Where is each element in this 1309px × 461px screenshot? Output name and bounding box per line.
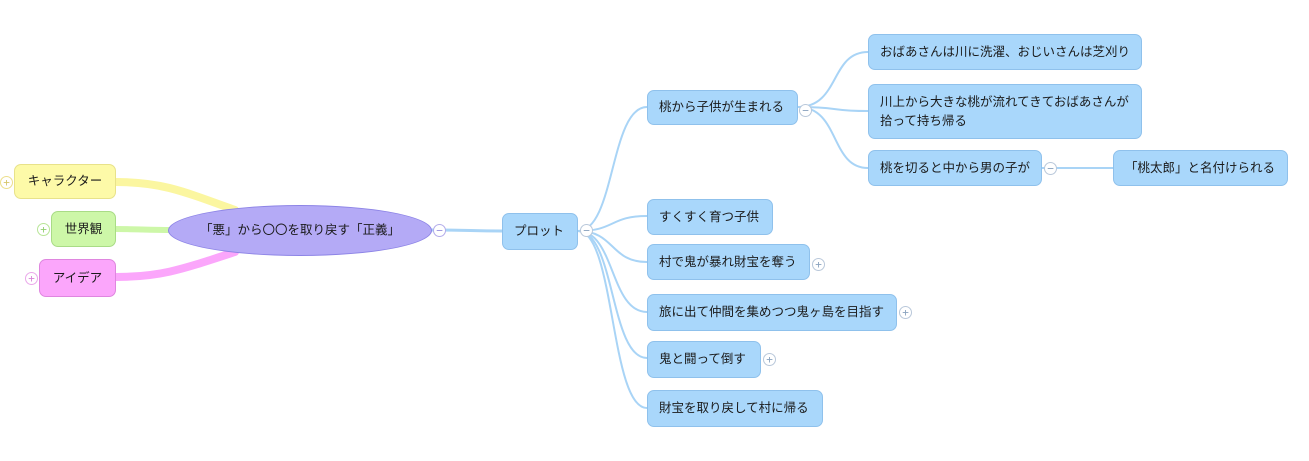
topic-worldview-label: 世界観 — [64, 220, 103, 236]
cut-item-name[interactable]: 「桃太郎」と名付けられる — [1113, 150, 1288, 186]
plot-item-return-label: 財宝を取り戻して村に帰る — [659, 400, 809, 416]
birth-collapse-toggle[interactable]: − — [799, 104, 812, 117]
connector-plot-fight — [577, 230, 648, 359]
topic-idea-label: アイデア — [52, 269, 103, 285]
connector-plot-return — [577, 230, 648, 409]
plot-collapse-toggle[interactable]: − — [580, 224, 593, 237]
idea-expand-toggle[interactable]: + — [25, 272, 38, 285]
topic-plot-label: プロット — [514, 223, 565, 239]
connector-center-idea — [112, 248, 239, 281]
plot-item-birth[interactable]: 桃から子供が生まれる — [647, 90, 798, 125]
center-node[interactable]: 「悪」から〇〇を取り戻す「正義」 — [168, 205, 432, 256]
cut-item-name-label: 「桃太郎」と名付けられる — [1125, 159, 1276, 175]
cut-collapse-toggle[interactable]: − — [1044, 162, 1057, 175]
birth-item-peach[interactable]: 川上から大きな桃が流れてきておばあさんが拾って持ち帰る — [868, 84, 1142, 139]
plot-item-fight[interactable]: 鬼と闘って倒す — [647, 341, 761, 378]
center-collapse-toggle[interactable]: − — [433, 224, 446, 237]
birth-item-cut[interactable]: 桃を切ると中から男の子が — [868, 150, 1042, 186]
plot-item-grow[interactable]: すくすく育つ子供 — [647, 199, 773, 235]
plot-item-oni-village-label: 村で鬼が暴れ財宝を奪う — [659, 253, 797, 269]
topic-idea[interactable]: アイデア — [39, 259, 116, 297]
topic-plot[interactable]: プロット — [502, 213, 578, 250]
fight-expand-toggle[interactable]: + — [763, 353, 776, 366]
birth-item-river-label: おばあさんは川に洗濯、おじいさんは芝刈り — [880, 43, 1131, 59]
connector-birth-river — [797, 51, 869, 108]
plot-item-birth-label: 桃から子供が生まれる — [659, 99, 785, 115]
character-expand-toggle[interactable]: + — [0, 176, 13, 189]
plot-item-oni-village[interactable]: 村で鬼が暴れ財宝を奪う — [647, 244, 810, 280]
plot-item-fight-label: 鬼と闘って倒す — [659, 351, 746, 367]
plot-item-grow-label: すくすく育つ子供 — [659, 208, 760, 224]
plot-item-return[interactable]: 財宝を取り戻して村に帰る — [647, 390, 823, 427]
connector-center-worldview — [113, 226, 175, 233]
oni-village-expand-toggle[interactable]: + — [812, 258, 825, 271]
plot-item-journey-label: 旅に出て仲間を集めつつ鬼ヶ島を目指す — [659, 304, 885, 320]
birth-item-river[interactable]: おばあさんは川に洗濯、おじいさんは芝刈り — [868, 34, 1142, 70]
topic-character-label: キャラクター — [27, 173, 103, 189]
topic-character[interactable]: キャラクター — [14, 164, 116, 199]
worldview-expand-toggle[interactable]: + — [37, 223, 50, 236]
connector-center-character — [112, 178, 239, 214]
journey-expand-toggle[interactable]: + — [899, 306, 912, 319]
center-label: 「悪」から〇〇を取り戻す「正義」 — [199, 222, 400, 238]
birth-item-peach-label: 川上から大きな桃が流れてきておばあさんが拾って持ち帰る — [880, 93, 1129, 128]
connector-plot-birth — [577, 106, 648, 232]
connector-plot-journey — [577, 230, 648, 313]
plot-item-journey[interactable]: 旅に出て仲間を集めつつ鬼ヶ島を目指す — [647, 294, 897, 331]
topic-worldview[interactable]: 世界観 — [51, 211, 116, 247]
birth-item-cut-label: 桃を切ると中から男の子が — [880, 159, 1031, 175]
